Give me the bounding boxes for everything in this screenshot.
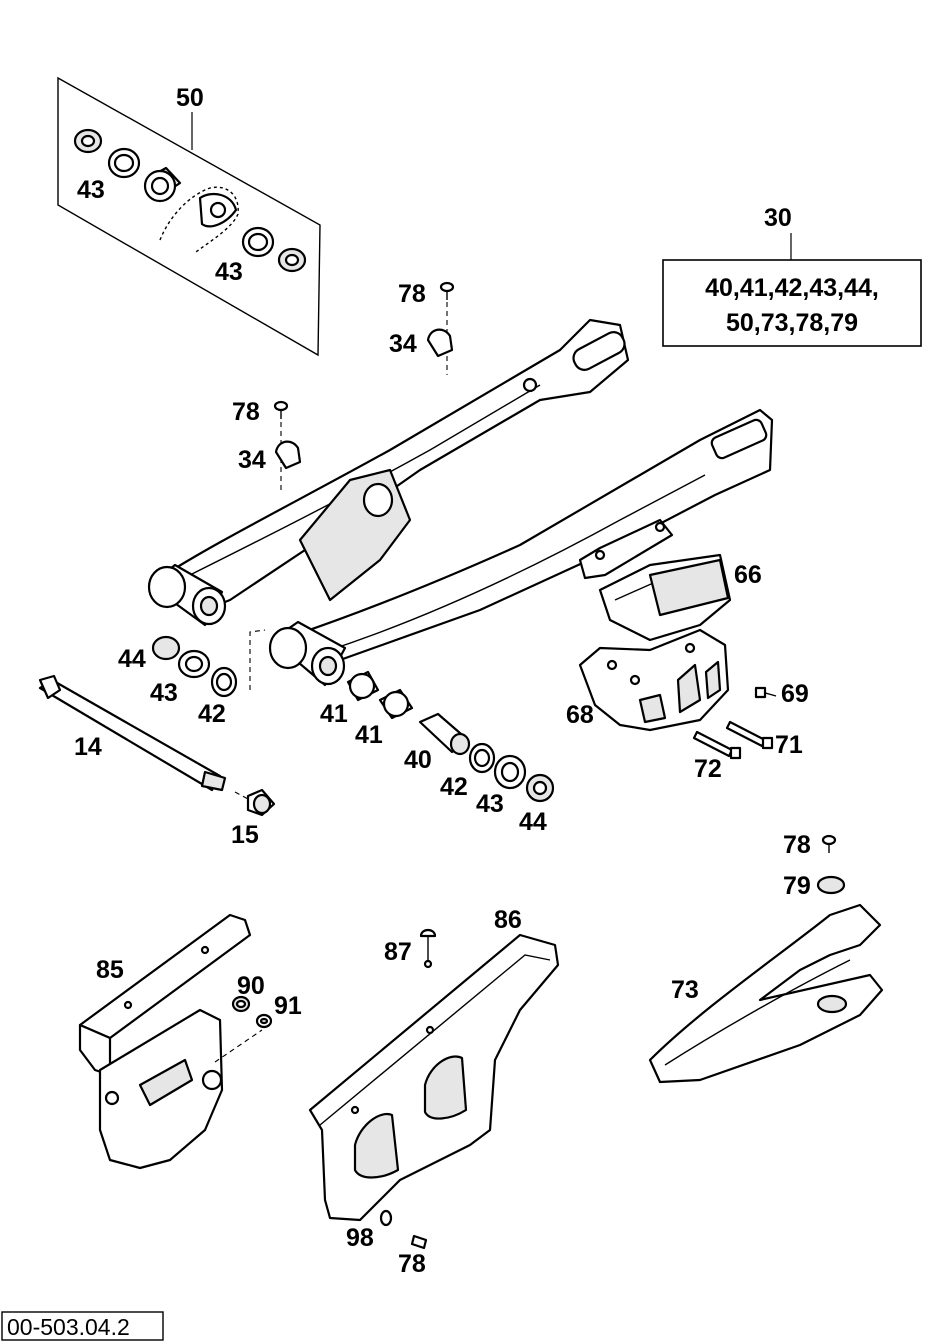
swingarm-lower-arm: [278, 408, 774, 674]
kit-seal-ring-left: [107, 147, 141, 179]
kit-box-line-2: 50,73,78,79: [726, 309, 858, 337]
label-50: 50: [176, 84, 204, 112]
screw-78-d: [410, 1234, 428, 1250]
label-43-kit-b: 43: [215, 258, 243, 286]
label-44-a: 44: [118, 645, 146, 673]
screw-78-b: [273, 400, 289, 419]
kit-box-line-1: 40,41,42,43,44,: [705, 274, 879, 302]
label-15: 15: [231, 821, 259, 849]
label-79: 79: [783, 872, 811, 900]
label-91: 91: [274, 992, 302, 1020]
chain-guard-85: 85 90 91: [78, 913, 302, 1170]
label-78-a: 78: [398, 280, 426, 308]
kit-bushing-right: [277, 247, 307, 273]
bolt-71: 71: [725, 720, 803, 759]
label-68: 68: [566, 701, 594, 729]
nut-90: [231, 995, 251, 1013]
label-85: 85: [96, 956, 124, 984]
kit-contents-box: 30 40,41,42,43,44, 50,73,78,79: [662, 204, 922, 347]
clamp-group-lower: 78 34: [232, 398, 302, 490]
bearing-kit-panel: 50 43 43: [57, 76, 321, 357]
label-72: 72: [694, 755, 722, 783]
label-78-d: 78: [398, 1250, 426, 1278]
label-66: 66: [734, 561, 762, 589]
kit-bearing: [143, 166, 182, 203]
chain-guard-68: 68: [566, 628, 730, 732]
label-73: 73: [671, 976, 699, 1004]
bolt-69: 69: [754, 680, 809, 708]
bracket-window-right: [423, 1055, 468, 1120]
swingarm-upper-arm: [158, 318, 630, 612]
kit-seal-ring-right: [241, 226, 275, 258]
swingarm-axle-slot-upper: [572, 331, 626, 371]
label-43-kit-a: 43: [77, 176, 105, 204]
kit-pivot-sketch: [159, 186, 239, 253]
screw-78-a: [439, 281, 455, 300]
brake-mount-hole: [522, 377, 538, 393]
chain-guide-66: 66: [598, 553, 762, 642]
chain-slider-group: 78 79 73: [648, 831, 884, 1084]
kit-box-frame: [662, 259, 922, 347]
label-78-b: 78: [232, 398, 260, 426]
bracket-86: 86 87 98 78: [308, 906, 560, 1278]
bushing-44-a: [151, 635, 181, 661]
slider-mount-hole: [816, 994, 848, 1014]
washer-98: [379, 1209, 393, 1227]
label-34-a: 34: [389, 330, 417, 358]
label-14: 14: [74, 733, 102, 761]
swingarm: [147, 318, 774, 687]
label-87: 87: [384, 938, 412, 966]
label-98: 98: [346, 1224, 374, 1252]
label-44-b: 44: [519, 808, 547, 836]
left-pivot-stack: 44 43 42: [118, 629, 266, 728]
label-71: 71: [775, 731, 803, 759]
label-30: 30: [764, 204, 792, 232]
label-90: 90: [237, 972, 265, 1000]
label-42-a: 42: [198, 700, 226, 728]
pivot-tube-right: [268, 620, 347, 687]
bracket-window-left: [353, 1112, 400, 1179]
rivet-87: [419, 928, 437, 969]
pivot-tube-left: [147, 563, 227, 627]
bolt-72: 72: [692, 730, 742, 783]
label-43-a: 43: [150, 679, 178, 707]
chain-guide-tabs: [578, 518, 674, 580]
kit-bushing-left: [73, 128, 103, 154]
washer-91: [255, 1013, 273, 1029]
label-43-b: 43: [476, 790, 504, 818]
nut-15: 15: [231, 788, 276, 849]
label-34-b: 34: [238, 446, 266, 474]
clamp-34-a: [426, 328, 454, 358]
kit-panel-outline: [57, 76, 321, 357]
shock-mount-hole: [362, 482, 394, 518]
label-69: 69: [781, 680, 809, 708]
drawing-reference: 00-503.04.2: [1, 1311, 164, 1341]
clamp-group-upper: 78 34: [389, 280, 455, 375]
swingarm-axle-slot-lower: [710, 418, 768, 460]
label-78-c: 78: [783, 831, 811, 859]
label-41-b: 41: [355, 721, 383, 749]
label-42-b: 42: [440, 773, 468, 801]
screw-78-c: [821, 834, 837, 853]
label-86: 86: [494, 906, 522, 934]
washer-79: [816, 875, 846, 895]
drawing-number: 00-503.04.2: [7, 1314, 130, 1340]
pivot-axle-14: 14: [38, 674, 227, 792]
clamp-34-b: [274, 440, 302, 470]
right-pivot-stack: 41 41 40 42 43 44: [320, 670, 555, 836]
label-41-a: 41: [320, 700, 348, 728]
label-40: 40: [404, 746, 432, 774]
